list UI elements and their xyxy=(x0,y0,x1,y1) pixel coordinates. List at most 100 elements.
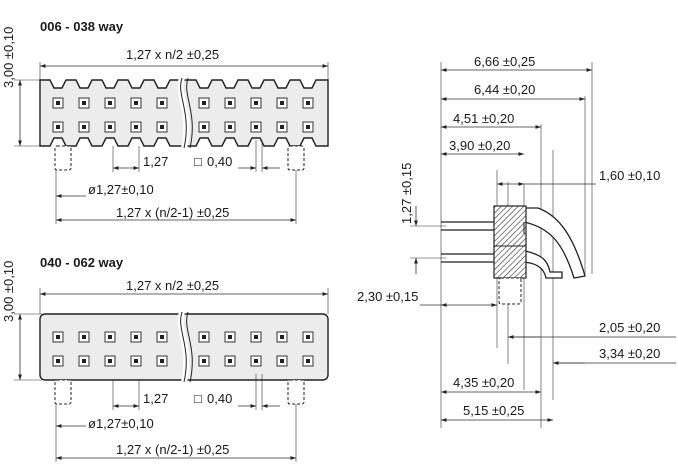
side-d7-label: 2,30 ±0,15 xyxy=(357,289,418,304)
pin-core xyxy=(202,335,206,339)
top-view-b: 040 - 062 way 3,00 ±0,10 1,27 x n/2 ±0,2… xyxy=(1,255,329,462)
side-view: 6,66 ±0,25 6,44 ±0,20 4,51 ±0,20 3,90 ±0… xyxy=(357,54,676,428)
view-b-length-label: 1,27 x n/2 ±0,25 xyxy=(126,278,219,293)
pin-core xyxy=(108,359,112,363)
view-b-height-label: 3,00 ±0,10 xyxy=(1,261,16,322)
pin-core xyxy=(82,125,86,129)
pin-core xyxy=(82,335,86,339)
square-icon: □ xyxy=(194,154,202,169)
pin-core xyxy=(306,125,310,129)
pin-core xyxy=(306,101,310,105)
side-d4-label: 3,90 ±0,20 xyxy=(449,138,510,153)
view-a-length-label: 1,27 x n/2 ±0,25 xyxy=(126,47,219,62)
side-dim-8: 2,05 ±0,20 xyxy=(508,320,676,339)
view-a-hole-dim: ø1,27±0,10 xyxy=(56,182,154,198)
pin-core xyxy=(306,359,310,363)
view-b-height-dim: 3,00 ±0,10 xyxy=(1,261,42,381)
side-d11-label: 5,15 ±0,25 xyxy=(463,403,524,418)
view-b-pin-dim: □ 0,40 xyxy=(194,374,280,410)
side-housing xyxy=(493,205,527,279)
pin-core xyxy=(134,359,138,363)
view-a-length-dim: 1,27 x n/2 ±0,25 xyxy=(39,47,329,80)
pin-core xyxy=(202,125,206,129)
top-view-a: 006 - 038 way 3,00 ±0,10 1,27 x n/2 ±0,2… xyxy=(1,19,329,224)
pin-core xyxy=(134,335,138,339)
side-dim-10: 4,35 ±0,20 xyxy=(441,375,541,394)
side-d2-label: 6,44 ±0,20 xyxy=(474,82,535,97)
pin-core xyxy=(306,335,310,339)
pin-core xyxy=(202,359,206,363)
pin-core xyxy=(280,359,284,363)
pin-core xyxy=(108,335,112,339)
side-d3-label: 4,51 ±0,20 xyxy=(453,111,514,126)
view-a-pin-label: 0,40 xyxy=(207,154,232,169)
view-a-pitch-label: 1,27 xyxy=(143,154,168,169)
pin-core xyxy=(160,125,164,129)
view-a-post-left xyxy=(54,145,72,171)
view-b-post-left xyxy=(54,379,72,405)
pin-core xyxy=(160,335,164,339)
side-dim-11: 5,15 ±0,25 xyxy=(441,403,553,422)
side-post xyxy=(498,277,522,305)
view-a-pins xyxy=(52,97,314,133)
side-dim-6: 1,27 ±0,15 xyxy=(399,163,446,274)
view-a-post-right xyxy=(287,145,305,171)
pin-core xyxy=(254,359,258,363)
side-d10-label: 4,35 ±0,20 xyxy=(453,375,514,390)
pin-core xyxy=(254,101,258,105)
view-b-pins xyxy=(52,331,314,367)
view-b-hole-dim: ø1,27±0,10 xyxy=(56,416,154,431)
view-b-pitch-label: 1,27 xyxy=(143,391,168,406)
pin-core xyxy=(202,101,206,105)
pin-core xyxy=(228,101,232,105)
pin-core xyxy=(134,125,138,129)
pin-core xyxy=(56,101,60,105)
pin-core xyxy=(254,335,258,339)
side-dim-1: 6,66 ±0,25 xyxy=(441,54,593,274)
pin-core xyxy=(108,101,112,105)
pin-core xyxy=(280,125,284,129)
view-a-height-dim: 3,00 ±0,10 xyxy=(1,27,42,147)
side-dim-5: 1,60 ±0,10 xyxy=(497,168,660,186)
side-dim-3: 4,51 ±0,20 xyxy=(441,111,541,129)
view-b-title: 040 - 062 way xyxy=(40,255,124,270)
square-icon: □ xyxy=(194,391,202,406)
side-dim-7: 2,30 ±0,15 xyxy=(357,289,497,307)
view-b-span-dim: 1,27 x (n/2-1) ±0,25 xyxy=(55,404,297,462)
view-b-pitch-dim: 1,27 xyxy=(112,380,168,410)
view-b-post-right xyxy=(287,379,305,405)
side-d6-label: 1,27 ±0,15 xyxy=(399,163,414,224)
view-a-pitch-dim: 1,27 xyxy=(112,146,168,172)
pin-core xyxy=(160,101,164,105)
pin-core xyxy=(228,125,232,129)
view-b-span-label: 1,27 x (n/2-1) ±0,25 xyxy=(116,442,229,457)
view-b-pin-label: 0,40 xyxy=(207,391,232,406)
pin-core xyxy=(254,125,258,129)
view-a-pin-dim: □ 0,40 xyxy=(194,140,280,172)
pin-core xyxy=(280,101,284,105)
pin-core xyxy=(280,335,284,339)
pin-core xyxy=(56,335,60,339)
view-a-title: 006 - 038 way xyxy=(40,19,124,34)
side-d1-label: 6,66 ±0,25 xyxy=(474,54,535,69)
side-d8-label: 2,05 ±0,20 xyxy=(599,320,660,335)
side-dim-4: 3,90 ±0,20 xyxy=(441,138,524,156)
side-dim-2: 6,44 ±0,20 xyxy=(441,82,585,101)
pin-core xyxy=(160,359,164,363)
view-a-span-dim: 1,27 x (n/2-1) ±0,25 xyxy=(55,170,297,224)
side-d9-label: 3,34 ±0,20 xyxy=(599,346,660,361)
pin-core xyxy=(108,125,112,129)
pin-core xyxy=(82,359,86,363)
pin-core xyxy=(56,125,60,129)
pin-core xyxy=(228,335,232,339)
view-a-hole-label: ø1,27±0,10 xyxy=(88,182,154,197)
side-dim-9: 3,34 ±0,20 xyxy=(553,346,676,365)
side-profile xyxy=(441,205,586,305)
pin-core xyxy=(82,101,86,105)
view-a-span-label: 1,27 x (n/2-1) ±0,25 xyxy=(116,205,229,220)
view-b-length-dim: 1,27 x n/2 ±0,25 xyxy=(39,278,329,314)
pin-core xyxy=(228,359,232,363)
pin-core xyxy=(56,359,60,363)
view-b-hole-label: ø1,27±0,10 xyxy=(88,416,154,431)
